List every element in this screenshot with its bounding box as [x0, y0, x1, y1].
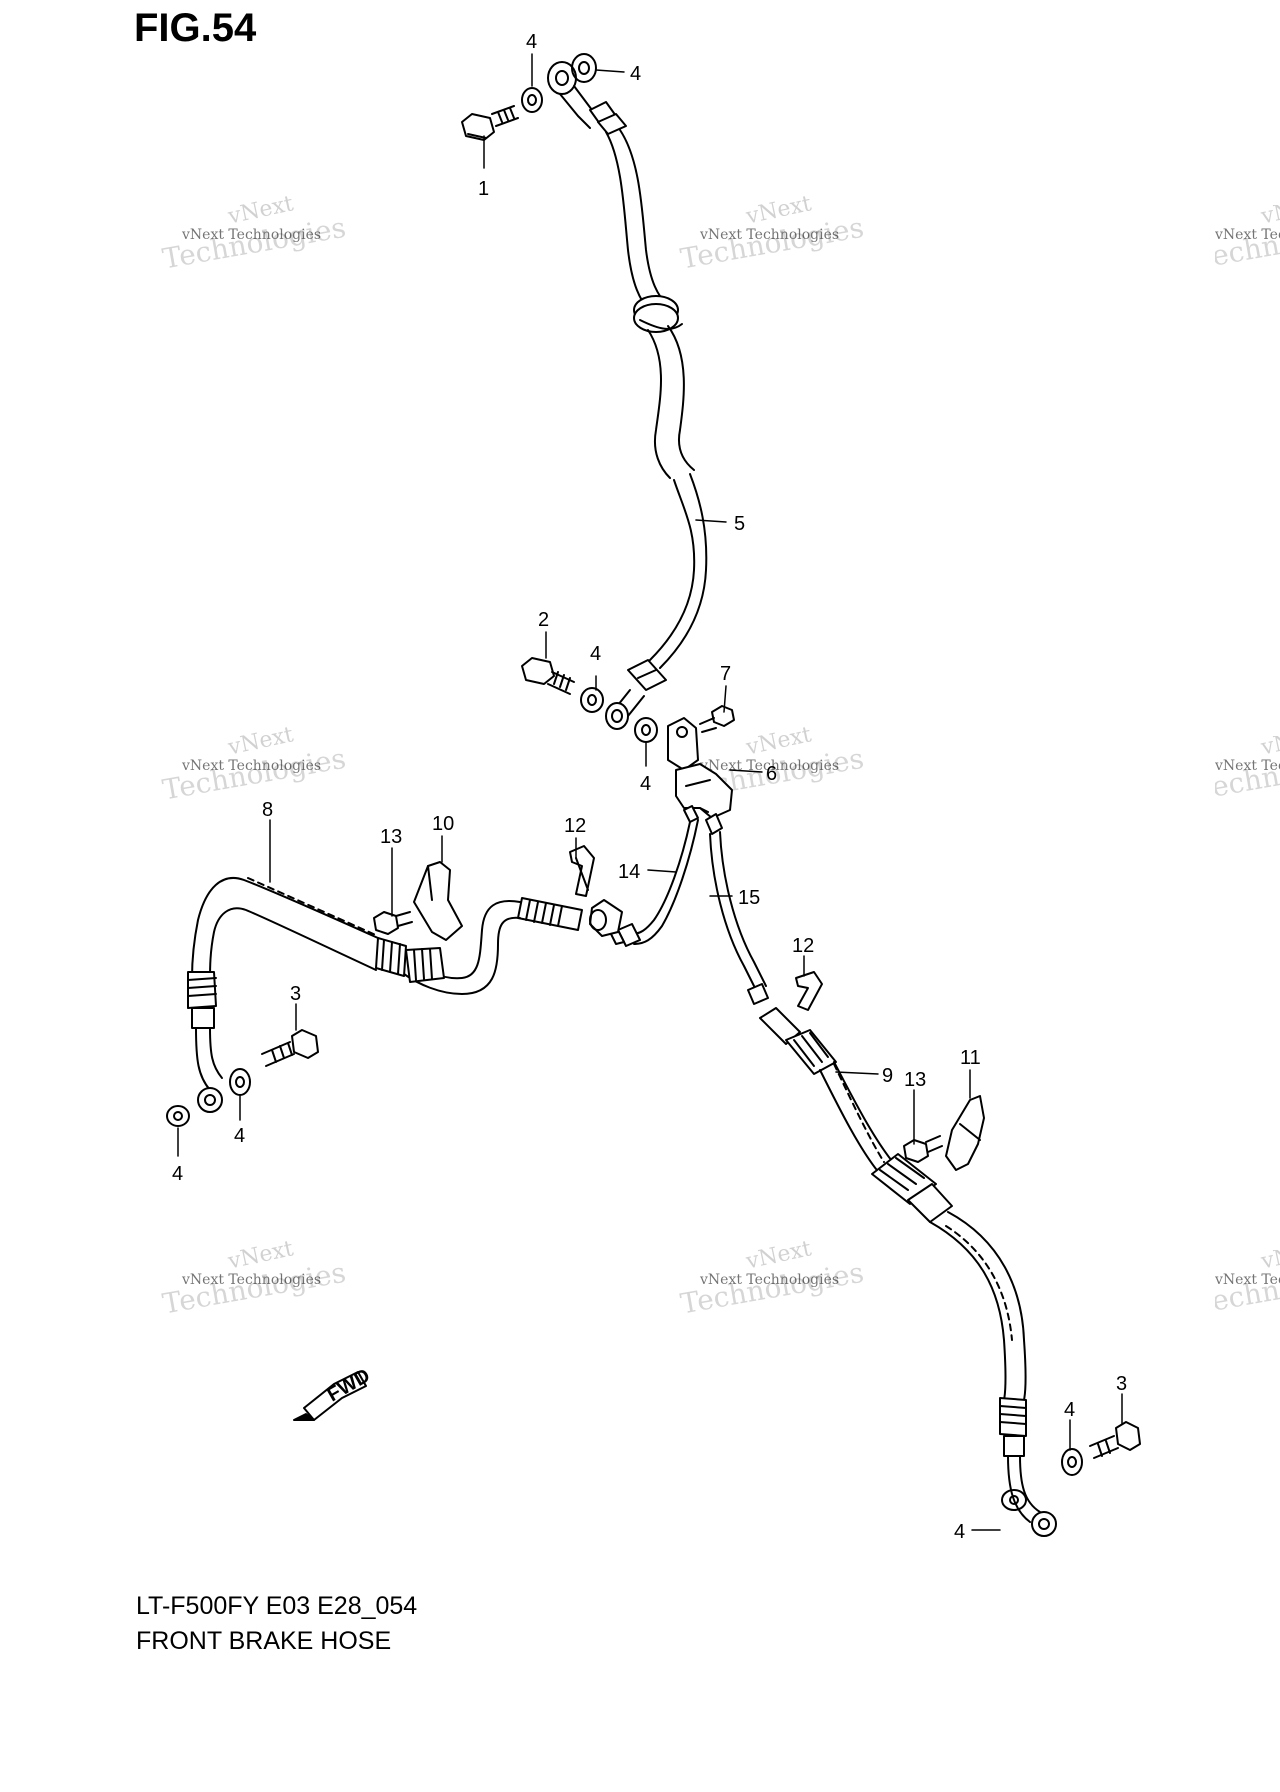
brake-pipe-15	[705, 813, 769, 1005]
callout-4: 4	[630, 63, 641, 85]
callout-4: 4	[590, 643, 601, 665]
callout-5: 5	[734, 513, 745, 535]
callout-13: 13	[380, 826, 402, 848]
right-brake-hose-9	[759, 1007, 1057, 1537]
forward-arrow-icon: FWD	[293, 1365, 374, 1421]
callout-10: 10	[432, 813, 454, 835]
callout-3: 3	[1116, 1373, 1127, 1395]
callout-4: 4	[234, 1125, 245, 1147]
banjo-bolt-2	[521, 657, 575, 695]
washer	[521, 87, 543, 113]
callout-4: 4	[526, 31, 537, 53]
callout-11: 11	[960, 1047, 981, 1069]
callout-6: 6	[766, 763, 777, 785]
banjo-bolt-3-right	[1089, 1421, 1141, 1459]
washer	[634, 717, 658, 743]
washer	[1061, 1448, 1083, 1476]
callout-4: 4	[954, 1521, 965, 1543]
washer	[1001, 1489, 1027, 1511]
model-code: LT-F500FY E03 E28_054	[136, 1592, 418, 1620]
callout-12: 12	[564, 815, 586, 837]
callout-8: 8	[262, 799, 273, 821]
bolt-13-right	[903, 1135, 943, 1163]
callout-4: 4	[640, 773, 651, 795]
forward-arrow-label: FWD	[324, 1365, 374, 1407]
three-way-joint-6	[667, 717, 733, 819]
figure-number: FIG.54	[134, 6, 257, 50]
left-brake-hose-8	[187, 877, 623, 1113]
callouts: 1 4 4 5 2 4 4 7 6 8 13 10 12 14 15 3 4 4…	[172, 31, 1127, 1543]
callout-14: 14	[618, 861, 640, 883]
banjo-bolt-3-left	[261, 1029, 319, 1067]
callout-4: 4	[172, 1163, 183, 1185]
callout-13: 13	[904, 1069, 926, 1091]
washer	[166, 1105, 190, 1127]
callout-7: 7	[720, 663, 731, 685]
upper-brake-hose	[547, 61, 708, 730]
bolt-7	[699, 705, 735, 733]
callout-2: 2	[538, 609, 549, 631]
leader-lines	[177, 53, 1123, 1531]
bolt-13-left	[373, 911, 413, 935]
callout-15: 15	[738, 887, 760, 909]
bracket-11	[945, 1095, 985, 1171]
bracket-10	[413, 861, 463, 941]
callout-1: 1	[478, 178, 489, 200]
diagram-caption: FRONT BRAKE HOSE	[136, 1627, 392, 1655]
clip-12-upper	[569, 845, 595, 897]
washer	[229, 1068, 251, 1096]
washer	[580, 687, 604, 713]
callout-4: 4	[1064, 1399, 1075, 1421]
callout-9: 9	[882, 1065, 893, 1087]
clip-12-lower	[795, 971, 823, 1011]
banjo-bolt-1	[461, 105, 519, 141]
callout-3: 3	[290, 983, 301, 1005]
callout-12: 12	[792, 935, 814, 957]
washer	[571, 53, 597, 83]
